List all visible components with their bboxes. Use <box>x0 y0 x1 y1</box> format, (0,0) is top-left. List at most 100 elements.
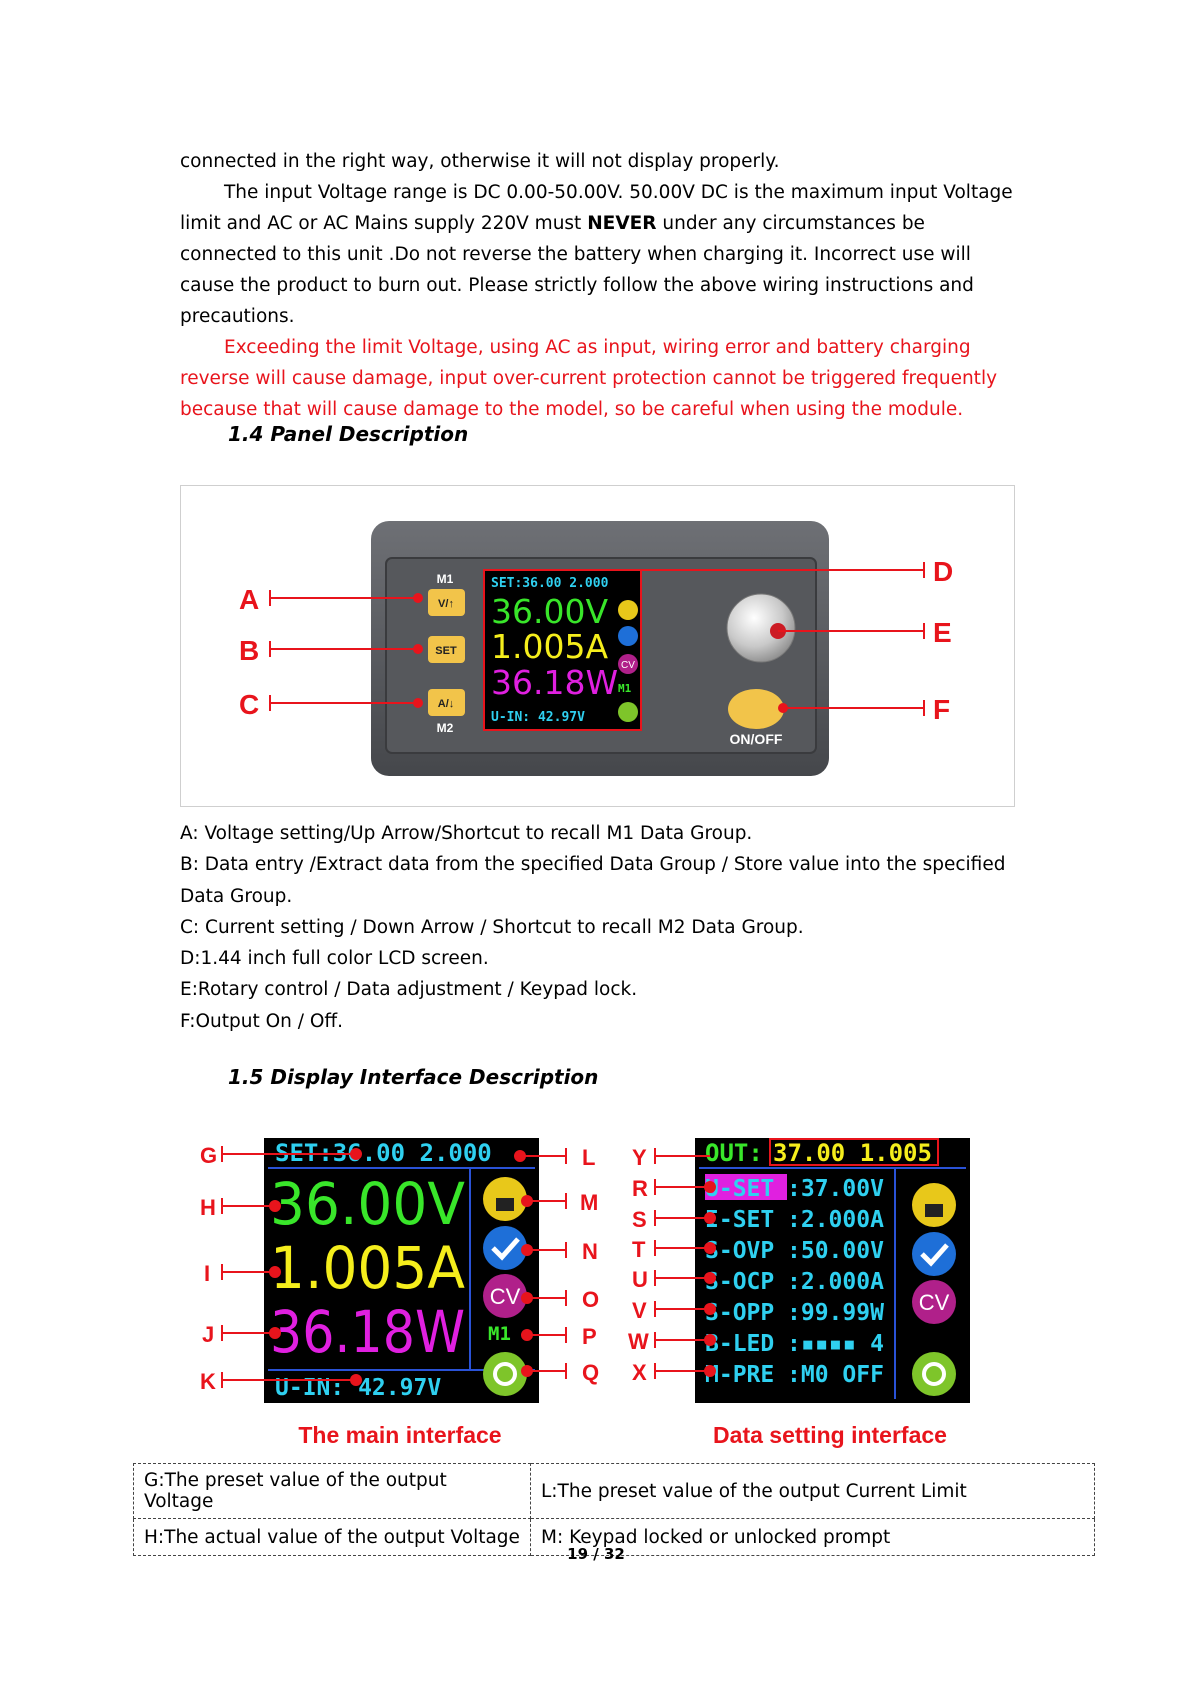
m2-label: M2 <box>437 721 454 735</box>
callout-a: A <box>239 584 259 615</box>
setting-row-val: :▪▪▪▪ 4 <box>787 1331 884 1357</box>
setting-row-val: :2.000A <box>787 1207 884 1233</box>
callout-e: E <box>933 617 952 648</box>
callout-k: K <box>200 1369 216 1394</box>
setting-interface-caption: Data setting interface <box>713 1422 947 1448</box>
setting-row-key: B-LED <box>705 1331 774 1357</box>
intro-para-b: under any circumstances be connected to … <box>180 213 974 327</box>
callout-c: C <box>239 689 259 720</box>
callout-y: Y <box>632 1145 647 1170</box>
main-power: 36.18W <box>270 1298 465 1366</box>
callout-u: U <box>632 1267 648 1292</box>
setting-cv-text: CV <box>919 1290 950 1315</box>
voltage-button[interactable] <box>428 589 465 616</box>
setting-row-val: :37.00V <box>787 1176 884 1202</box>
callout-v: V <box>632 1298 647 1323</box>
desc-f: F:Output On / Off. <box>180 1010 344 1032</box>
callout-h: H <box>200 1195 216 1220</box>
main-cv-icon <box>483 1274 527 1318</box>
setting-check-icon <box>912 1232 956 1276</box>
onoff-button[interactable] <box>728 689 784 729</box>
table-cell: M: Keypad locked or unlocked prompt <box>530 1518 1095 1556</box>
voltage-button-label: V/↑ <box>438 598 454 610</box>
setting-row-key: S-OCP <box>705 1269 774 1295</box>
callout-o: O <box>582 1287 599 1312</box>
lcd-cv-text: CV <box>621 660 635 671</box>
callout-r: R <box>632 1176 648 1201</box>
set-button[interactable] <box>428 636 465 663</box>
setting-row-val: :99.99W <box>787 1300 884 1326</box>
setting-row-val: :M0 OFF <box>787 1362 884 1388</box>
callout-f: F <box>933 694 950 725</box>
setting-row-key: U-SET <box>705 1176 774 1202</box>
intro-paragraph: The input Voltage range is DC 0.00-50.00… <box>180 177 1020 332</box>
setting-rows: U-SET :37.00V I-SET :2.000A S-OVP :50.00… <box>705 1176 884 1388</box>
main-cv-text: CV <box>490 1284 521 1309</box>
out-value-highlight <box>769 1138 939 1166</box>
section-heading-panel: 1.4 Panel Description <box>228 422 469 446</box>
callout-j: J <box>202 1322 214 1347</box>
intro-line1: connected in the right way, otherwise it… <box>180 151 780 172</box>
current-button[interactable] <box>428 689 465 716</box>
setting-row-val: :50.00V <box>787 1238 884 1264</box>
intro-text: connected in the right way, otherwise it… <box>180 146 1020 425</box>
setting-out-value: 37.00 1.005 <box>773 1139 932 1167</box>
main-check-icon <box>483 1226 527 1270</box>
lcd-set-line: SET:36.00 2.000 <box>491 576 609 591</box>
main-power-icon <box>483 1352 527 1396</box>
callout-l: L <box>582 1145 595 1170</box>
setting-row-key: I-SET <box>705 1207 774 1233</box>
desc-e: E:Rotary control / Data adjustment / Key… <box>180 979 638 1001</box>
callout-s: S <box>632 1207 647 1232</box>
power-icon <box>618 702 638 722</box>
desc-a: A: Voltage setting/Up Arrow/Shortcut to … <box>180 823 753 844</box>
current-button-label: A/↓ <box>438 698 455 710</box>
setting-power-icon <box>912 1352 956 1396</box>
warning-text: Exceeding the limit Voltage, using AC as… <box>180 337 998 420</box>
callout-n: N <box>582 1239 598 1264</box>
display-description-table: G:The preset value of the output Voltage… <box>133 1463 1095 1556</box>
setting-row-key: S-OPP <box>705 1300 774 1326</box>
page-number: 19 / 32 <box>567 1545 625 1563</box>
main-callout-lines <box>221 1146 567 1388</box>
callout-x: X <box>632 1360 647 1385</box>
onoff-label: ON/OFF <box>730 731 783 747</box>
table-cell: G:The preset value of the output Voltage <box>133 1463 531 1519</box>
setting-row-key: M-PRE <box>705 1362 774 1388</box>
setting-row-key: S-OVP <box>705 1238 774 1264</box>
callout-lines <box>269 562 925 716</box>
rotary-knob[interactable] <box>726 593 796 663</box>
section-heading-display: 1.5 Display Interface Description <box>228 1065 599 1089</box>
callout-g: G <box>200 1143 217 1168</box>
table-row: H:The actual value of the output Voltage… <box>133 1518 1095 1556</box>
never-emphasis: NEVER <box>587 213 657 234</box>
lcd-screen <box>483 569 642 731</box>
intro-para-a: The input Voltage range is DC 0.00-50.00… <box>180 182 1013 234</box>
display-interfaces-figure: SET:36.00 2.000 36.00V 1.005A 36.18W U-I… <box>200 1138 970 1448</box>
panel-descriptions: A: Voltage setting/Up Arrow/Shortcut to … <box>180 818 1020 1037</box>
check-icon <box>618 626 638 646</box>
panel-illustration: M1 V/↑ SET A/↓ M2 SET:36.00 2.000 36.00V… <box>239 521 953 776</box>
callout-m: M <box>580 1190 598 1215</box>
table-cell: H:The actual value of the output Voltage <box>133 1518 531 1556</box>
total-pages: 32 <box>603 1545 625 1563</box>
table-row: G:The preset value of the output Voltage… <box>133 1463 1095 1519</box>
callout-d: D <box>933 556 953 587</box>
lcd-current: 1.005A <box>491 627 608 666</box>
setting-row-val: :2.000A <box>787 1269 884 1295</box>
main-interface-caption: The main interface <box>298 1422 501 1448</box>
setting-out-label: OUT: <box>705 1139 763 1167</box>
m1-label: M1 <box>437 572 454 586</box>
callout-b: B <box>239 635 259 666</box>
callout-p: P <box>582 1324 597 1349</box>
current-page: 19 <box>567 1545 589 1563</box>
set-button-label: SET <box>435 645 457 657</box>
lcd-m1: M1 <box>618 682 632 695</box>
desc-b: B: Data entry /Extract data from the spe… <box>180 854 1006 907</box>
panel-figure: M1 V/↑ SET A/↓ M2 SET:36.00 2.000 36.00V… <box>180 485 1015 807</box>
main-voltage: 36.00V <box>270 1170 465 1238</box>
desc-c: C: Current setting / Down Arrow / Shortc… <box>180 916 804 938</box>
setting-cv-icon <box>912 1280 956 1324</box>
callout-i: I <box>204 1261 210 1286</box>
